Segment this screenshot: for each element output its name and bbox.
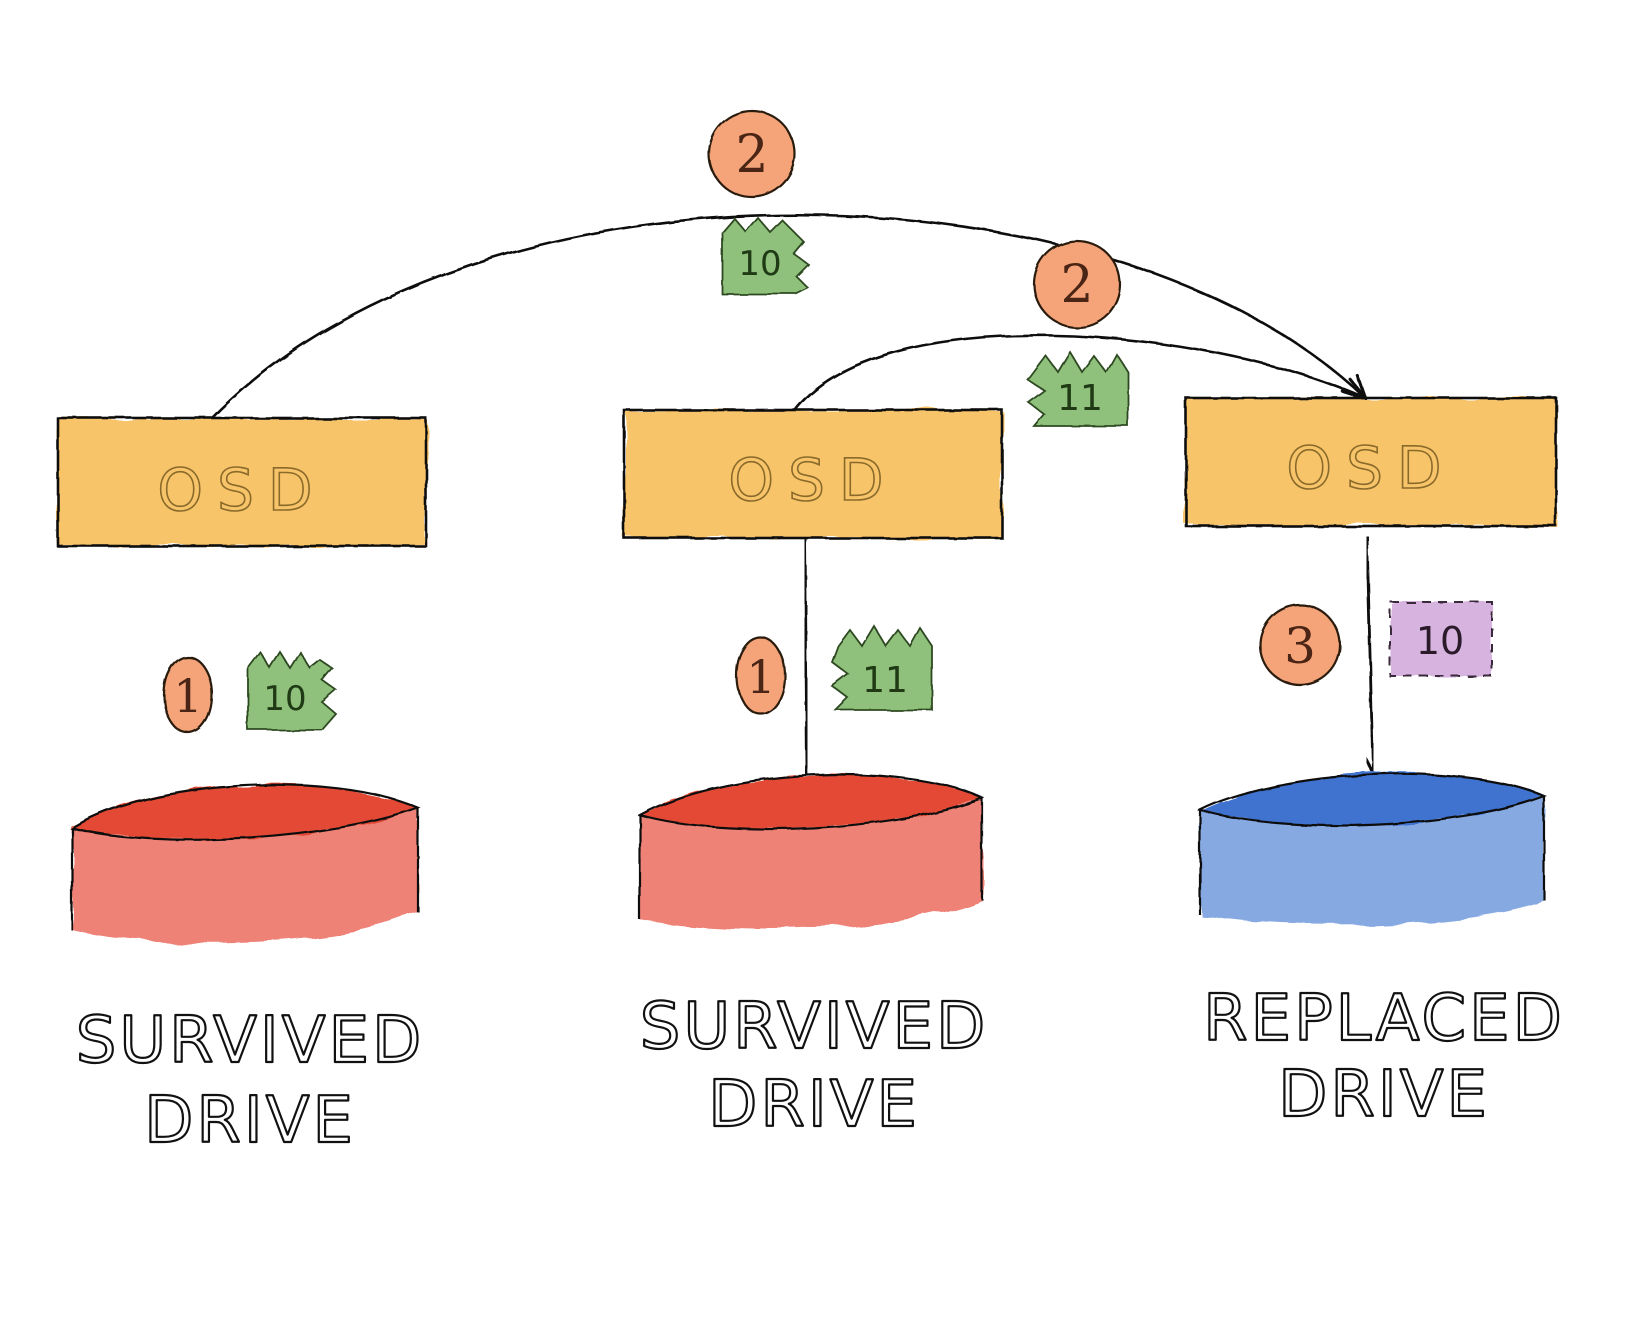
osd-label: OSD (1286, 434, 1455, 502)
chunk-transfer-left: 10 (721, 216, 810, 295)
chunk-transfer-middle: 11 (1026, 350, 1129, 427)
chunk-number: 11 (862, 660, 908, 701)
caption-line-1: REPLACED (1203, 982, 1565, 1056)
survived-drive-middle (637, 773, 985, 930)
caption-middle: SURVIVED DRIVE (639, 989, 989, 1143)
step-badge-transfer-middle: 2 (1032, 239, 1122, 329)
chunk-number: 11 (1057, 378, 1103, 419)
step-number: 2 (1060, 255, 1093, 315)
chunk-read-left: 10 (247, 650, 338, 731)
step-badge-write: 3 (1258, 603, 1342, 687)
step-number: 1 (746, 650, 775, 704)
step-number: 2 (735, 125, 768, 185)
chunk-number: 10 (1416, 619, 1464, 663)
step-badge-read-left: 1 (162, 655, 214, 735)
caption-right: REPLACED DRIVE (1202, 981, 1565, 1133)
caption-line-2: DRIVE (144, 1084, 356, 1158)
step-number: 1 (173, 669, 202, 723)
caption-line-1: SURVIVED (640, 990, 989, 1064)
step-badge-read-middle: 1 (735, 636, 787, 716)
osd-box-middle: OSD (622, 408, 1004, 540)
caption-line-2: DRIVE (1278, 1058, 1490, 1132)
osd-box-left: OSD (56, 416, 428, 548)
chunk-number: 10 (263, 679, 306, 719)
transfer-arrow-middle-to-replaced (793, 334, 1368, 411)
chunk-read-middle: 11 (830, 624, 933, 711)
write-arrow (1360, 535, 1385, 775)
step-badge-transfer-left: 2 (707, 109, 797, 199)
chunk-write: 10 (1389, 601, 1493, 677)
read-arrow-middle (792, 529, 818, 777)
caption-left: SURVIVED DRIVE (75, 1003, 425, 1159)
step-number: 3 (1284, 617, 1316, 675)
caption-line-2: DRIVE (708, 1068, 920, 1142)
transfer-arrow-left-to-replaced (209, 213, 1368, 421)
caption-line-1: SURVIVED (76, 1004, 425, 1078)
osd-label: OSD (728, 446, 897, 514)
osd-label: OSD (157, 456, 326, 524)
osd-box-right: OSD (1184, 396, 1558, 528)
chunk-number: 10 (738, 244, 781, 284)
survived-drive-left (69, 783, 421, 944)
replaced-drive (1196, 772, 1547, 925)
